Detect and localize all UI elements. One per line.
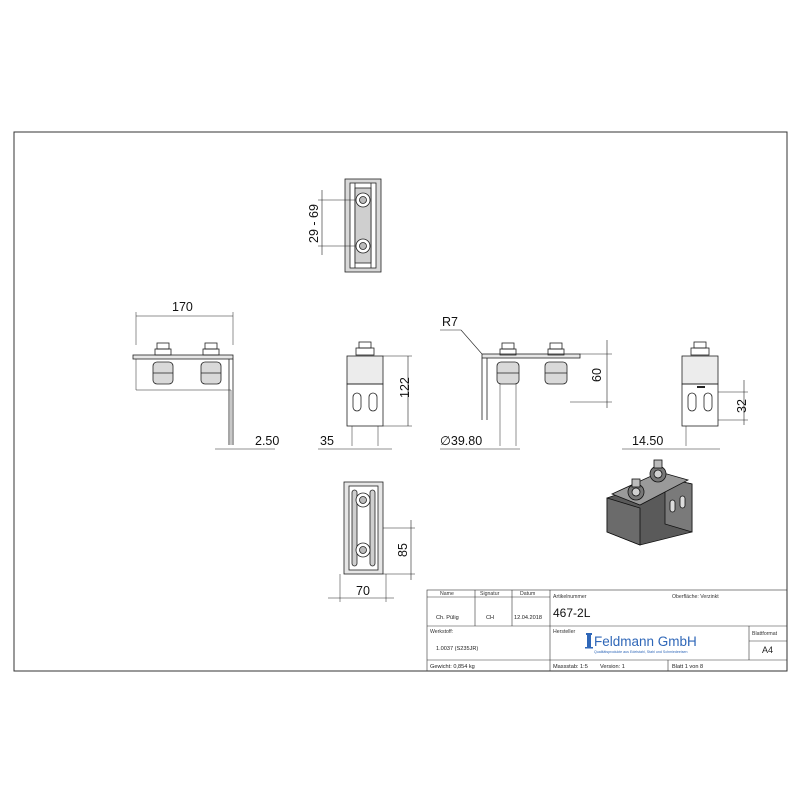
section-view [440,329,612,450]
title-block [426,589,788,672]
tb-value-weight: Gewicht: 0,854 kg [430,664,475,670]
dim-radius: R7 [442,315,458,329]
dim-diameter: ∅39.80 [440,434,482,448]
tb-header-sheet-format: Blattformat [752,631,778,637]
dim-width-170: 170 [172,300,193,314]
dim-height-32: 32 [735,399,749,413]
tb-header-name: Name [440,591,454,597]
dim-height-60: 60 [590,368,604,382]
tb-header-surface: Oberfläche: Verzinkt [672,594,719,600]
tb-header-material: Werkstoff: [430,629,453,635]
tb-header-date: Datum [520,591,535,597]
tb-header-manufacturer: Hersteller [553,629,575,635]
dim-offset-250: 2.50 [255,434,279,448]
company-logo: Feldmann GmbH Qualitätsprodukte aus Edel… [585,633,697,654]
top-view [318,178,382,273]
side-view [318,341,412,450]
sheet-format-value: A4 [762,645,773,655]
dim-height-85: 85 [396,543,410,557]
tb-value-sheet: Blatt 1 von 8 [672,664,703,670]
bottom-view [328,481,415,602]
isometric-view [606,459,693,546]
tb-value-date: 12.04.2018 [514,615,542,621]
tb-value-name: Ch. Pülig [436,615,459,621]
front-view [132,312,275,450]
dim-top-spacing: 29 - 69 [307,204,321,243]
drawing-frame [13,131,788,672]
right-side-view [622,341,748,450]
tb-value-scale: Massstab: 1:5 [553,664,588,670]
dim-width-70: 70 [356,584,370,598]
logo-tagline: Qualitätsprodukte aus Edelstahl, Stahl u… [594,650,688,654]
tb-value-material: 1.0037 (S235JR) [436,646,478,652]
dim-width-35: 35 [320,434,334,448]
tb-value-signature: CH [486,615,494,621]
lighthouse-icon [585,633,593,649]
tb-header-article-number: Artikelnummer [553,594,587,600]
dim-height-122: 122 [398,377,412,398]
article-number: 467-2L [553,606,591,620]
logo-name: Feldmann GmbH [594,634,697,649]
dim-offset-1450: 14.50 [632,434,663,448]
tb-value-version: Version: 1 [600,664,625,670]
tb-header-signature: Signatur [480,591,500,597]
